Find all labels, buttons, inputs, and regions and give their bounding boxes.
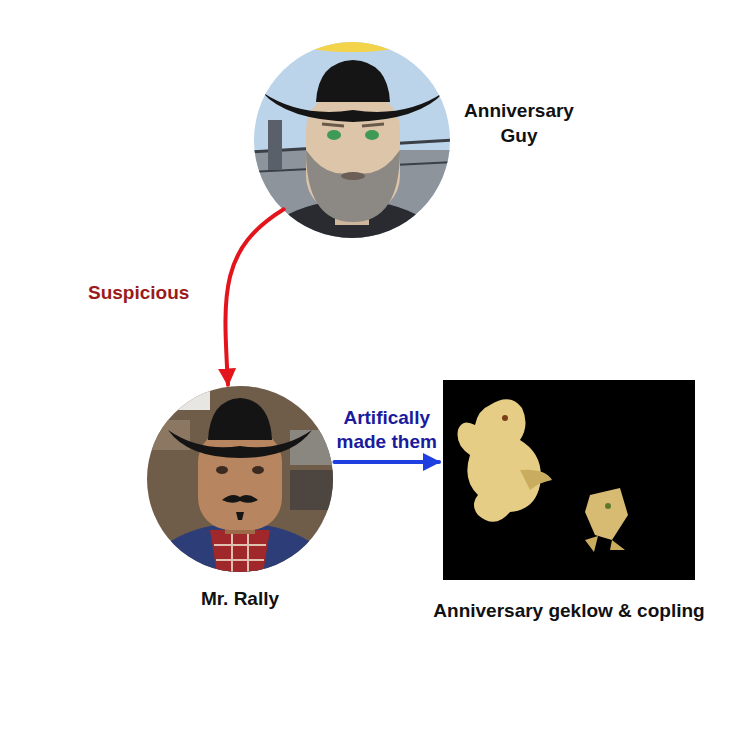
stone [290,430,335,465]
sky [250,40,455,245]
stone [290,470,335,510]
avatar-portrait [250,36,455,324]
goatee [236,512,244,520]
node-label: Mr. Rally [127,586,353,611]
edge-label: Artifically made them [335,406,439,454]
relation-arrow [334,460,439,464]
relation-arrow [225,209,283,384]
creature-arm [520,470,552,490]
beard [306,150,400,222]
node-label: Anniversary geklow & copling [433,598,705,623]
picture-node: Anniversary geklow & copling [443,380,695,580]
mouth [341,172,365,180]
edge-label: Suspicious [88,281,216,305]
hat-crown [208,398,272,440]
creature-eye [502,415,508,421]
creature [458,399,541,522]
creature-eye [605,503,611,509]
face [198,430,282,530]
eye [216,466,228,474]
avatar-node: Mr. Rally [147,386,333,572]
hat-brim [168,430,312,458]
mustache [222,495,258,503]
hat-crown [316,60,390,102]
creature-picture [443,380,695,580]
creature-feet [585,536,625,552]
eye [252,466,264,474]
jacket [142,523,338,647]
eye [365,130,379,140]
cloth [160,385,210,410]
post [268,120,282,170]
picture-ground [443,380,695,580]
plaid [214,530,266,580]
plaid-shirt [210,530,270,580]
stone [150,420,190,450]
node-label: Anniversary Guy [454,98,584,148]
brows [322,124,384,126]
avatar-node: Anniversary Guy [255,42,451,238]
halo [302,36,402,52]
creature [585,488,628,540]
hat-brim [262,92,444,122]
eye [327,130,341,140]
